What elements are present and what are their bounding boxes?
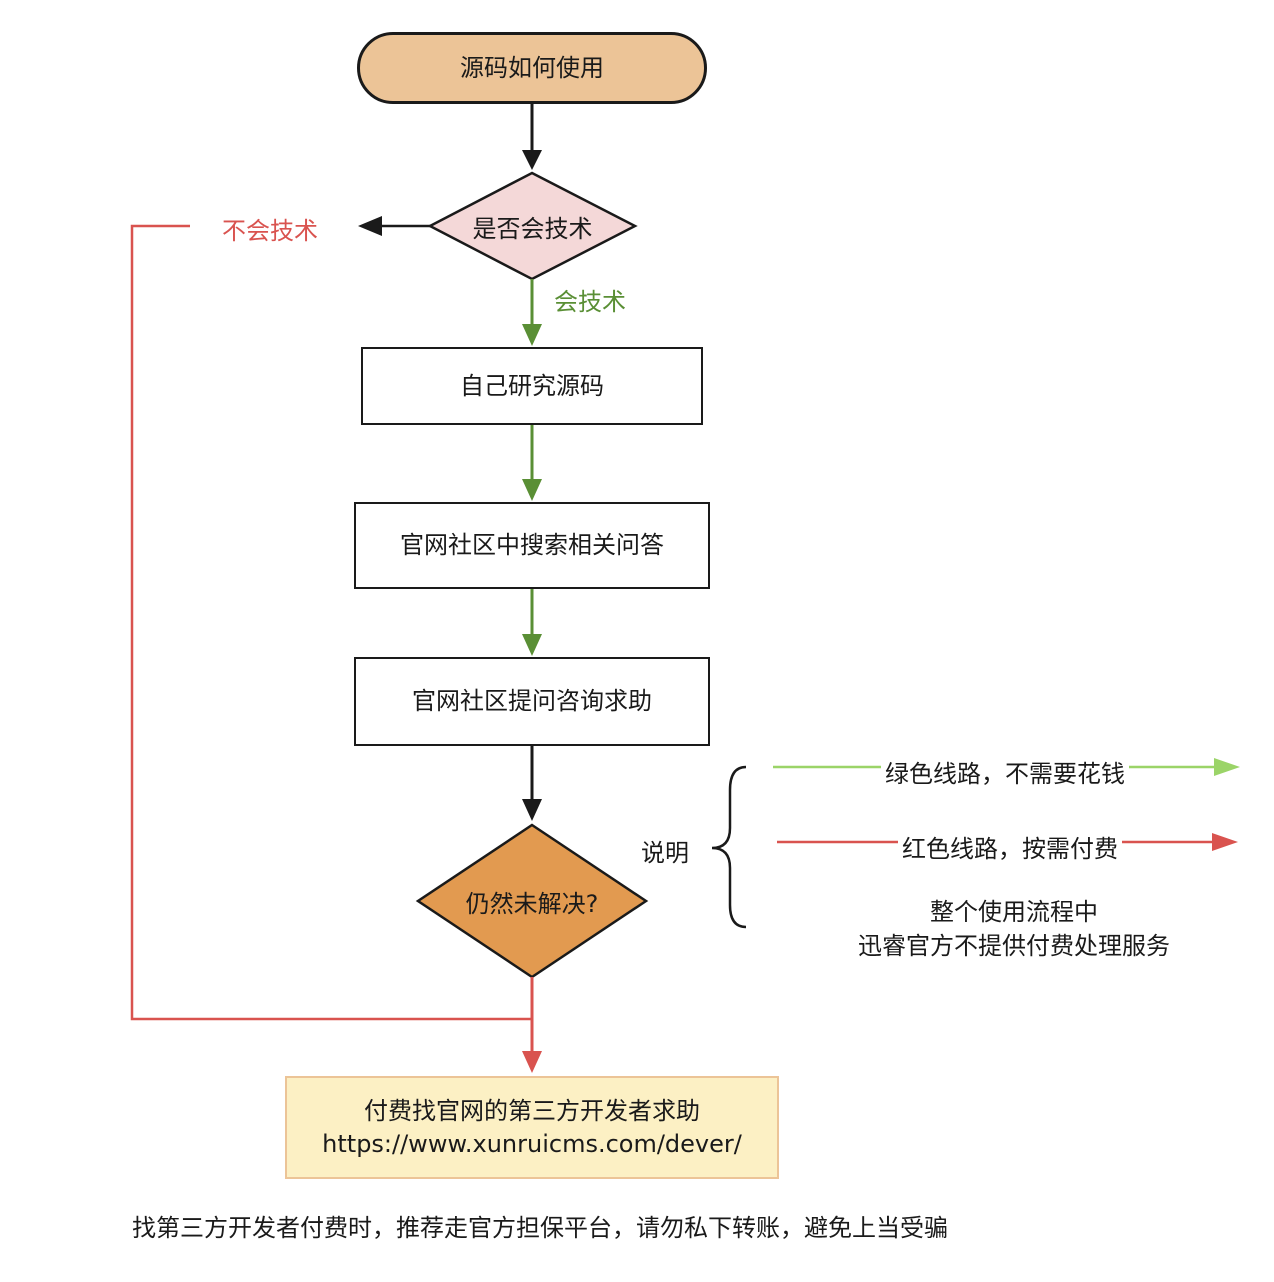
process-research-label: 自己研究源码 <box>460 371 604 400</box>
start-terminal-label: 源码如何使用 <box>460 53 604 82</box>
legend-brace <box>711 765 747 929</box>
final-paid-help-link: https://www.xunruicms.com/dever/ <box>322 1129 742 1158</box>
arrowhead-red-to-final <box>522 1051 542 1073</box>
process-ask: 官网社区提问咨询求助 <box>354 657 710 746</box>
process-ask-label: 官网社区提问咨询求助 <box>412 687 652 716</box>
branch-no-tech-label: 不会技术 <box>222 217 318 245</box>
process-search-label: 官网社区中搜索相关问答 <box>400 531 664 560</box>
final-paid-help-line1: 付费找官网的第三方开发者求助 <box>364 1097 700 1126</box>
decision-tech-label-wrap: 是否会技术 <box>430 173 635 279</box>
arrowhead-start-to-decision <box>522 150 542 170</box>
legend-note: 整个使用流程中 迅睿官方不提供付费处理服务 <box>814 896 1214 963</box>
decision-unresolved-label-wrap: 仍然未解决? <box>418 825 646 977</box>
legend-green-text: 绿色线路，不需要花钱 <box>881 754 1129 789</box>
arrowhead-research-to-search <box>522 479 542 501</box>
legend-red-arrowhead <box>1212 833 1238 851</box>
red-route-left <box>130 224 532 1021</box>
arrowhead-tech-green <box>522 324 542 346</box>
legend-note-line2: 迅睿官方不提供付费处理服务 <box>858 931 1170 960</box>
process-search: 官网社区中搜索相关问答 <box>354 502 710 589</box>
process-research: 自己研究源码 <box>361 347 703 425</box>
arrowhead-ask-to-decision2 <box>522 799 542 821</box>
legend-red-text: 红色线路，按需付费 <box>898 829 1122 864</box>
decision-tech-label: 是否会技术 <box>472 214 593 243</box>
branch-tech-label: 会技术 <box>554 288 626 316</box>
start-terminal: 源码如何使用 <box>357 32 707 104</box>
legend-green-arrowhead <box>1214 758 1240 776</box>
legend-title: 说明 <box>641 839 689 867</box>
arrowhead-no-tech <box>358 216 382 236</box>
final-paid-help: 付费找官网的第三方开发者求助 https://www.xunruicms.com… <box>285 1076 779 1179</box>
footer-warning: 找第三方开发者付费时，推荐走官方担保平台，请勿私下转账，避免上当受骗 <box>132 1214 948 1242</box>
legend-note-line1: 整个使用流程中 <box>930 898 1098 926</box>
decision-unresolved-label: 仍然未解决? <box>465 889 599 918</box>
arrowhead-search-to-ask <box>522 634 542 656</box>
